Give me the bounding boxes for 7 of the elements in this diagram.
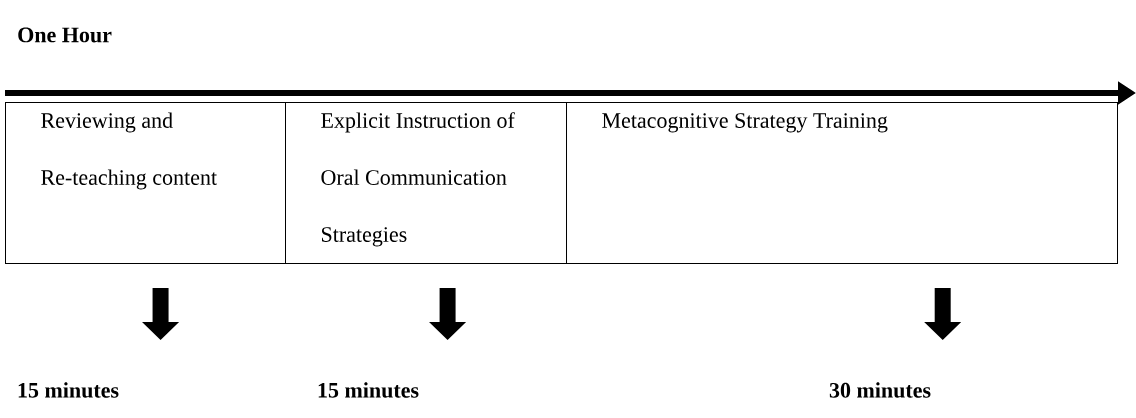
duration-label: 15 minutes bbox=[18, 382, 119, 398]
duration-label: 30 minutes bbox=[829, 382, 931, 398]
duration-label: 15 minutes bbox=[318, 382, 419, 398]
table-cell: Explicit Instruction of Oral Communication Strategies bbox=[285, 102, 567, 264]
table-cell: Reviewing and Re-teaching content bbox=[5, 102, 286, 264]
table-cell: Metacognitive Strategy Training bbox=[566, 102, 1118, 264]
heading: One Hour bbox=[18, 27, 112, 43]
